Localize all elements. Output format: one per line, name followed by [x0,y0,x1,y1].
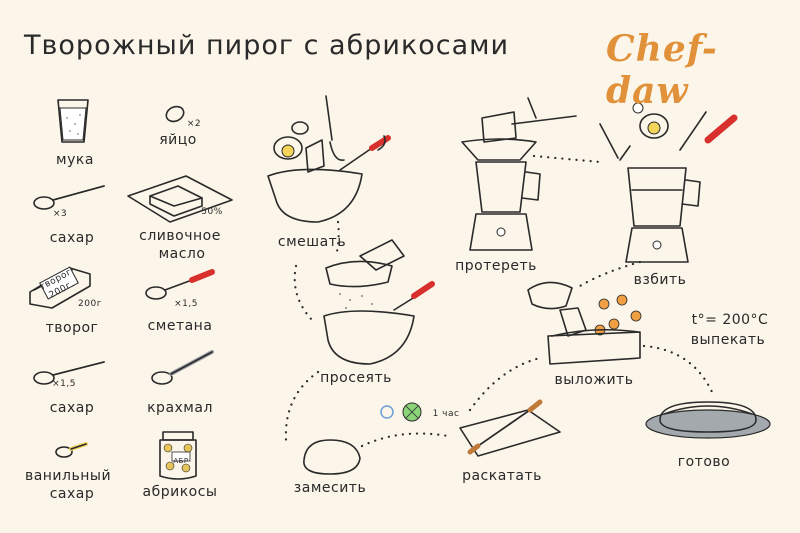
butter-label-line1: сливочное [139,228,221,244]
step-bake-label: выпекать [690,332,766,348]
whip-blender-art [599,102,738,263]
mix-step-art [267,95,391,223]
apricots-label: абрикосы [142,484,218,500]
egg-label: яйцо [159,132,197,148]
apricot-jar-icon [159,431,197,480]
butter-icon [127,175,233,223]
sugar1-qty: ×3 [52,209,68,219]
vanilla-label-line1: ванильный [24,468,112,484]
sour-cream-label: сметана [147,318,213,334]
cheese-qty: 200г [78,299,102,309]
bake-temp-label: t°= 200°C [691,312,769,328]
flow-arrow [360,432,450,448]
egg-icon [165,105,185,123]
step-mix-label: смешать [277,234,347,250]
brand-logo: Chef-daw [606,28,718,112]
rolling-pin-icon [459,399,561,457]
starch-spoon-icon [151,350,214,385]
step-done-label: готово [677,454,731,470]
sugar2-qty: ×1,5 [52,379,76,389]
vanilla-spoon-icon [55,442,88,458]
rub-blender-art [461,97,577,251]
sift-step-art [323,239,435,365]
starch-label: крахмал [147,400,213,416]
layout-pan-art [527,281,642,365]
step-sift-label: просеять [320,370,392,386]
step-layout-label: выложить [554,372,634,388]
flow-arrow [532,154,602,164]
step-whip-label: взбить [633,272,687,288]
butter-qty: 50% [201,207,223,217]
flow-arrow [284,370,320,442]
cheese-label: творог [45,320,99,336]
sugar2-label: сахар [49,400,95,416]
spoon-sugar-icon [33,185,105,210]
recipe-title: Творожный пирог с абрикосами [24,30,510,61]
butter-label-line2: масло [158,246,206,262]
sour-cream-spoon-icon [145,269,215,300]
step-rub-label: протереть [455,258,537,274]
flow-arrow [293,264,314,322]
step-knead-label: замесить [293,480,367,496]
sour-cream-qty: ×1,5 [174,299,198,309]
step-roll-label: раскатать [462,468,542,484]
cheese-pack-icon [29,266,91,309]
egg-qty: ×2 [186,119,202,129]
flow-arrow [578,260,642,288]
flour-glass-icon [57,99,89,143]
fridge-time-label: 1 час [432,409,460,419]
spoon-sugar2-icon [33,361,105,385]
finished-pie-icon [645,401,771,439]
dough-ball-icon [303,439,361,475]
sugar1-label: сахар [49,230,95,246]
fridge-snowflake-icon [380,402,422,422]
flour-label: мука [56,152,94,168]
flow-arrow [642,344,714,394]
jar-label: АБР [173,457,189,465]
flow-arrow [468,356,542,412]
vanilla-label-line2: сахар [49,486,95,502]
